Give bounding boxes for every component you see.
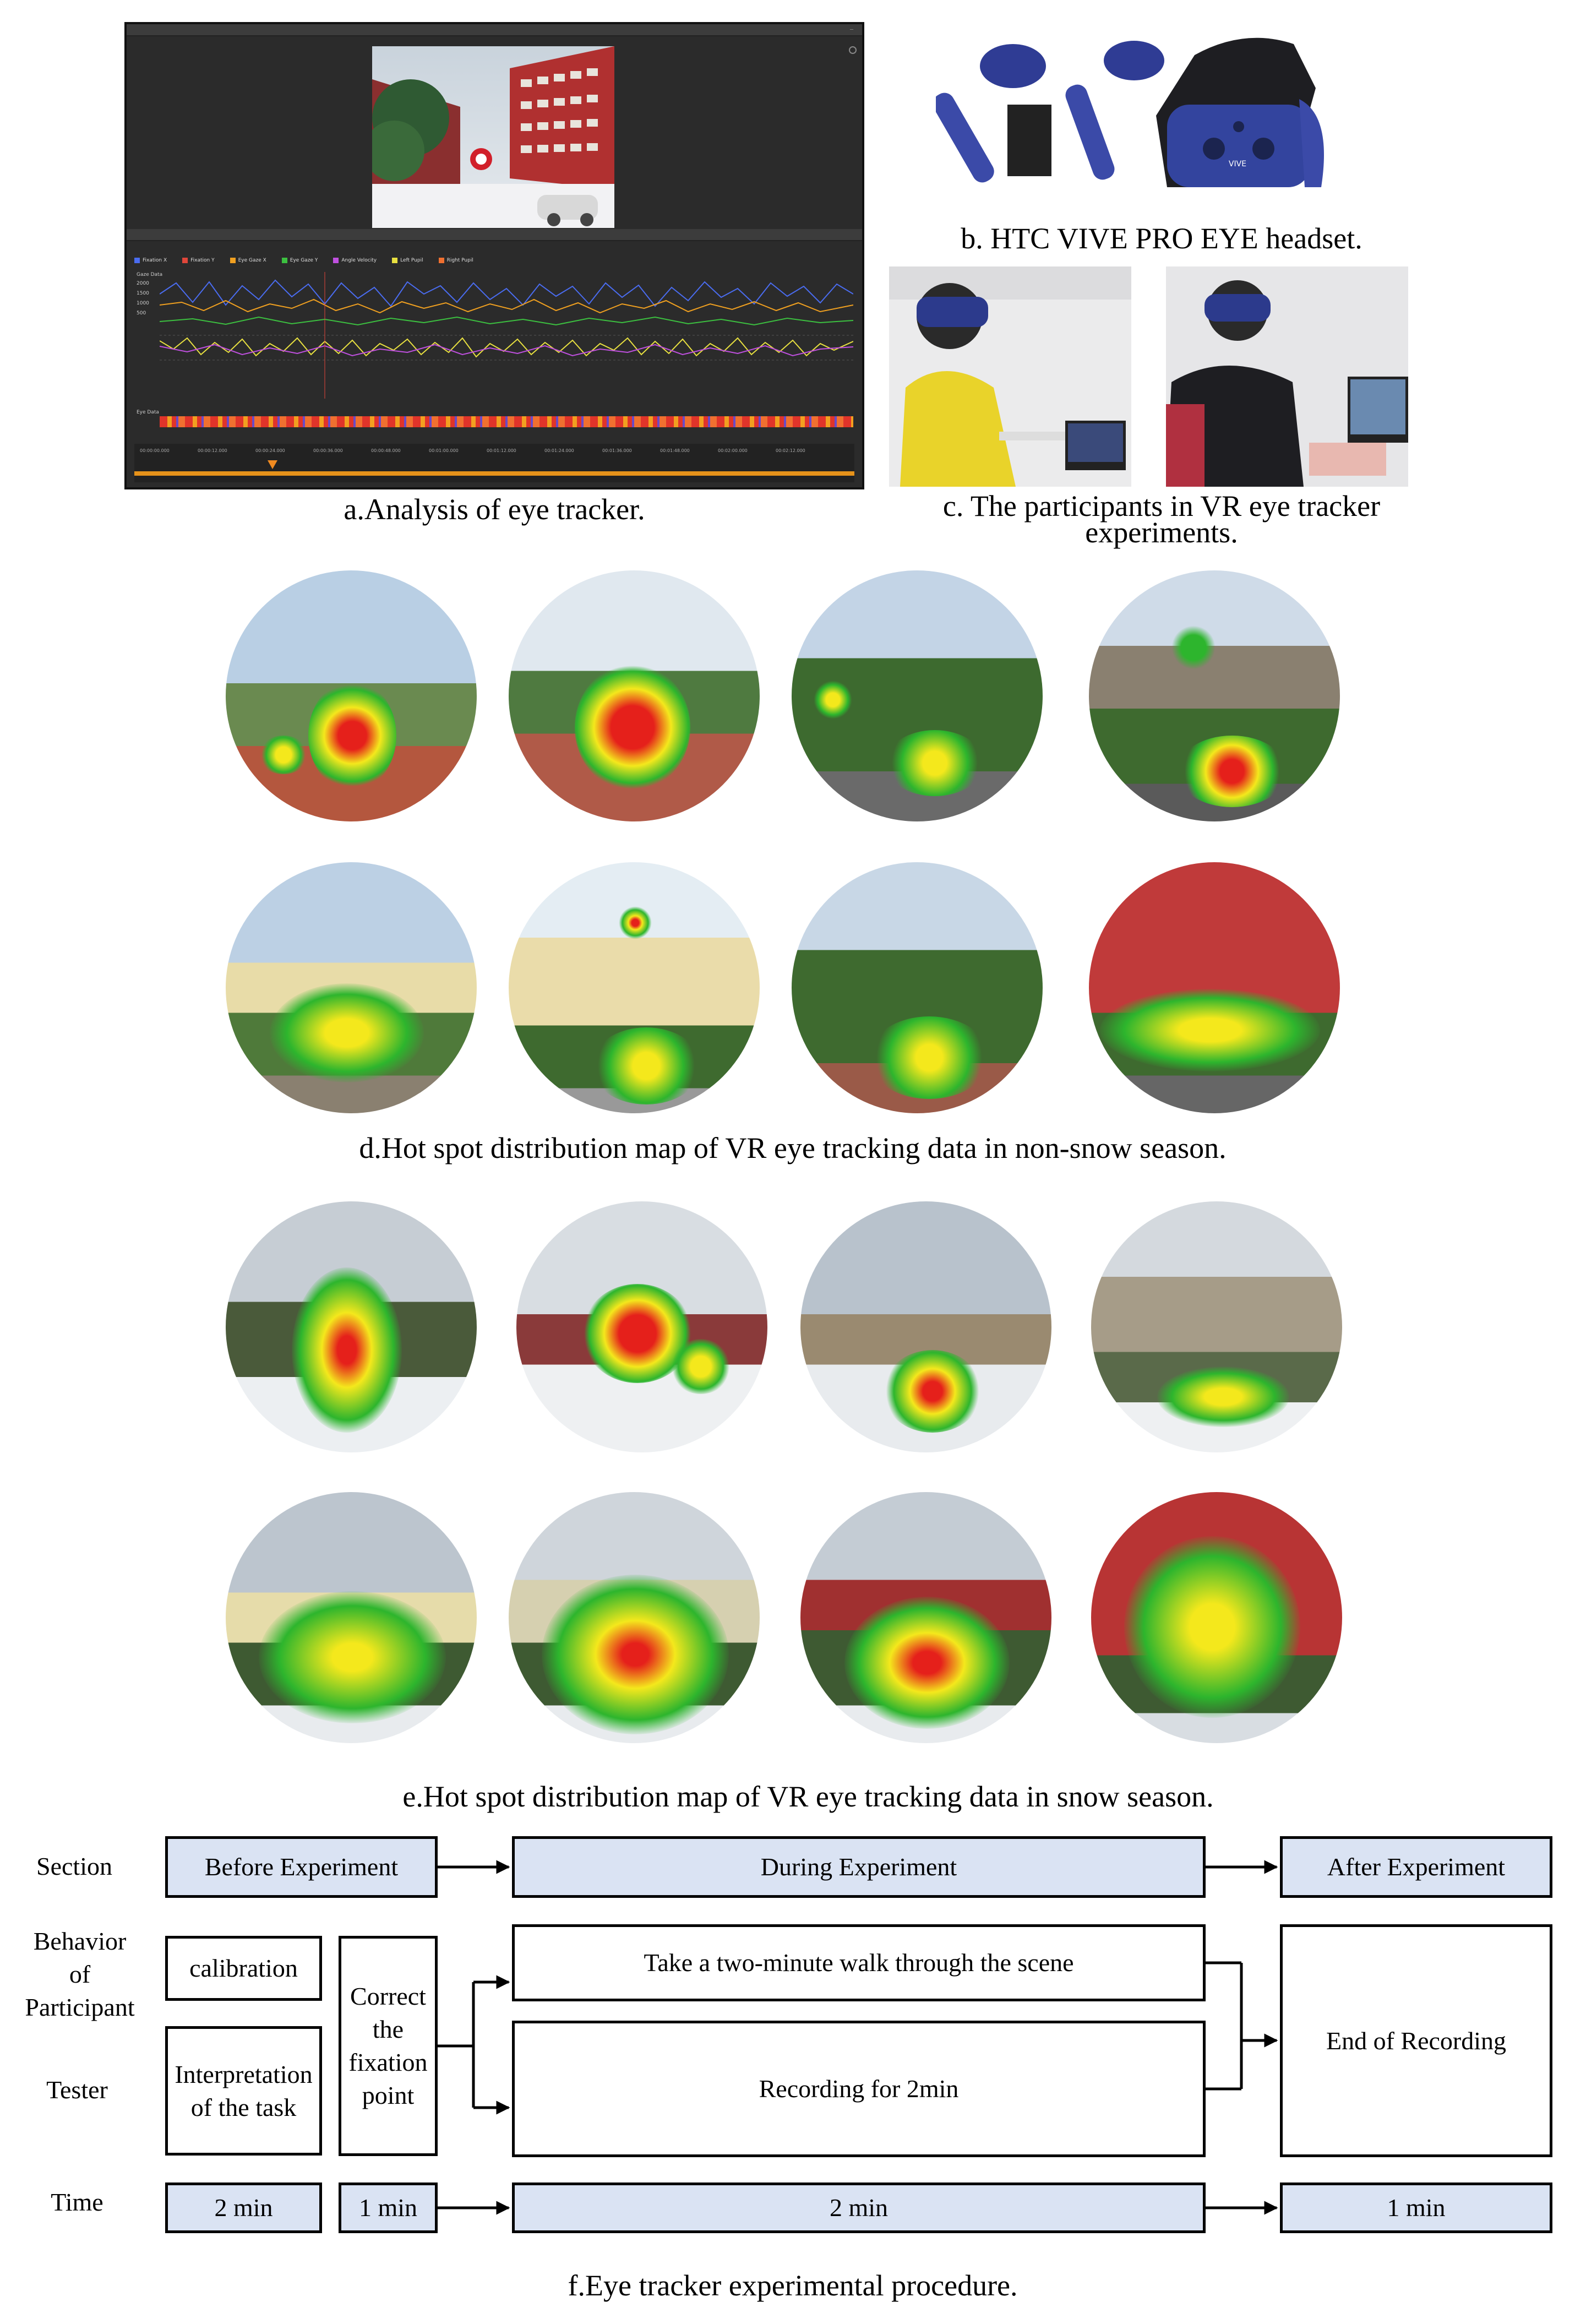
legend-item[interactable]: Eye Gaze X [230,258,266,263]
legend-item[interactable]: Right Pupil [438,258,473,263]
gaze-data-label: Gaze Data [137,272,163,277]
settings-gear-icon[interactable] [849,46,857,54]
row-label-section: Section [36,1852,112,1880]
heatmap-nonsnow-3 [792,570,1043,821]
y-tick: 1000 [137,301,149,306]
time-tick: 00:00:36.000 [313,448,343,453]
step-calibration: calibration [165,1936,322,2001]
legend-item[interactable]: Left Pupil [392,258,423,263]
caption-e: e.Hot spot distribution map of VR eye tr… [402,1780,1214,1813]
row-label-time: Time [51,2188,103,2216]
eye-event-strip [160,416,853,427]
legend-item[interactable]: Fixation Y [182,258,215,263]
gaze-signal-plot [160,272,853,399]
heatmap-nonsnow-7 [792,862,1043,1113]
section-during-experiment: During Experiment [512,1836,1206,1898]
legend-item[interactable]: Eye Gaze Y [281,258,318,263]
eye-tracker-software-screenshot: – [124,22,864,489]
plot-toolbar [127,229,862,241]
vive-headset-illustration: VIVE [936,37,1324,187]
legend-item[interactable]: Angle Velocity [333,258,377,263]
heatmap-snow-3 [800,1201,1051,1452]
heatmap-nonsnow-6 [509,862,760,1113]
step-end-recording: End of Recording [1280,1924,1552,2157]
timeline-progress-bar[interactable] [134,471,854,476]
row-label-behavior: Behavior of Participant [25,1927,135,2021]
time-tick: 00:01:12.000 [487,448,516,453]
time-tick: 00:01:48.000 [660,448,690,453]
heatmap-nonsnow-1 [226,570,477,821]
participant-photo-1 [889,266,1131,487]
caption-c-line2: experiments. [1085,516,1238,549]
time-during: 2 min [512,2183,1206,2233]
eye-data-label: Eye Data [137,410,159,415]
caption-c-line1: c. The participants in VR eye tracker [942,489,1381,523]
time-tick: 00:00:00.000 [140,448,170,453]
heatmap-snow-2 [516,1201,767,1452]
flow-connector-arrows [438,1860,1278,2215]
step-correct-fixation: Correct the fixation point [339,1936,438,2156]
heatmap-nonsnow-8 [1089,862,1340,1113]
scene-video-frame [372,46,614,228]
section-after-experiment: After Experiment [1280,1836,1552,1898]
time-tick: 00:01:00.000 [429,448,459,453]
heatmap-snow-1 [226,1201,477,1452]
row-label-tester: Tester [46,2076,108,2104]
heatmap-nonsnow-4 [1089,570,1340,821]
caption-f: f.Eye tracker experimental procedure. [568,2269,1018,2302]
time-before-1: 2 min [165,2183,322,2233]
heatmap-snow-6 [509,1492,760,1743]
timeline-scrubber[interactable]: 00:00:00.000 00:00:12.000 00:00:24.000 0… [134,444,854,482]
heatmap-nonsnow-5 [226,862,477,1113]
step-recording: Recording for 2min [512,2021,1206,2157]
heatmap-nonsnow-2 [509,570,760,821]
time-tick: 00:00:24.000 [255,448,285,453]
heatmap-snow-7 [800,1492,1051,1743]
time-tick: 00:02:00.000 [718,448,748,453]
y-tick: 2000 [137,281,149,286]
playhead-marker-icon[interactable] [268,460,277,469]
participant-photo-2 [1166,266,1408,487]
plot-legend: Fixation X Fixation Y Eye Gaze X Eye Gaz… [134,254,854,266]
y-tick: 500 [137,311,146,316]
time-after: 1 min [1280,2183,1552,2233]
step-walk-scene: Take a two-minute walk through the scene [512,1924,1206,2001]
heatmap-snow-5 [226,1492,477,1743]
time-tick: 00:00:48.000 [371,448,401,453]
window-titlebar [127,24,862,36]
time-before-2: 1 min [339,2183,438,2233]
caption-d: d.Hot spot distribution map of VR eye tr… [359,1131,1227,1164]
time-tick: 00:01:24.000 [544,448,574,453]
headset-brand-text: VIVE [1229,160,1246,168]
time-tick: 00:00:12.000 [198,448,227,453]
step-interpretation: Interpretation of the task [165,2026,322,2156]
time-tick: 00:01:36.000 [602,448,632,453]
legend-item[interactable]: Fixation X [134,258,167,263]
heatmap-snow-4 [1091,1201,1342,1452]
time-tick: 00:02:12.000 [776,448,805,453]
y-tick: 1500 [137,291,149,296]
section-before-experiment: Before Experiment [165,1836,438,1898]
heatmap-snow-8 [1091,1492,1342,1743]
window-menu-icon[interactable]: – [850,25,853,32]
caption-a: a.Analysis of eye tracker. [344,493,645,526]
caption-b: b. HTC VIVE PRO EYE headset. [961,222,1362,255]
